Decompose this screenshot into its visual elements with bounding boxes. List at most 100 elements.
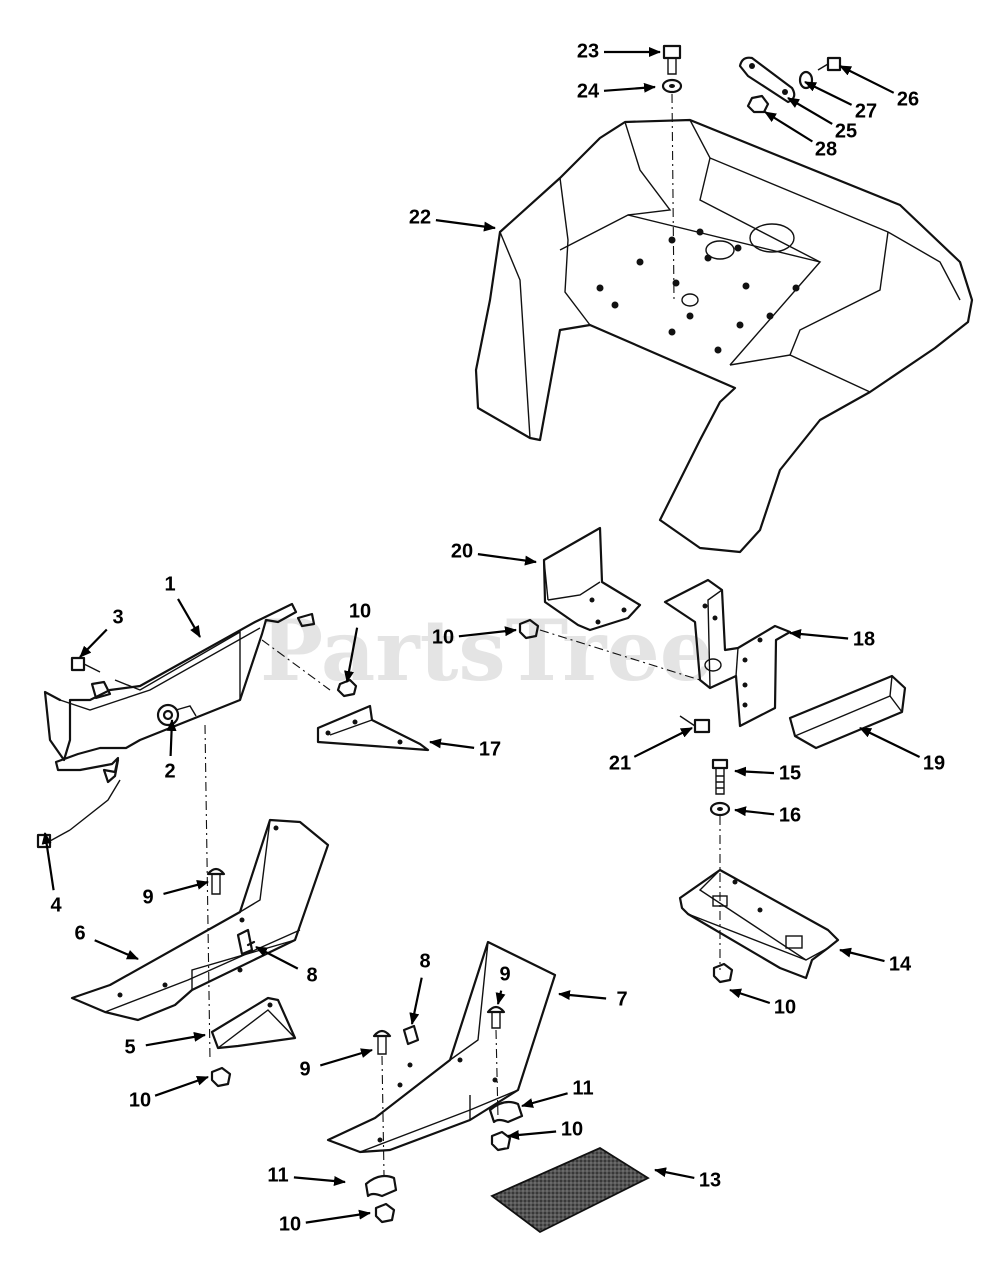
callout-4: 4 — [41, 832, 62, 916]
callout-arrow — [255, 946, 299, 970]
callout-arrow — [558, 990, 607, 1001]
callout-27: 27 — [804, 81, 877, 122]
callout-8: 8 — [255, 946, 318, 986]
part-10-nut-11b — [374, 1202, 396, 1224]
callout-24: 24 — [577, 80, 656, 102]
part-7-footrest-right — [326, 940, 557, 1154]
part-22-fender — [474, 118, 974, 554]
callout-label: 19 — [923, 752, 945, 774]
part-15-bolt — [711, 758, 729, 795]
callout-label: 11 — [267, 1164, 288, 1186]
callout-7: 7 — [558, 988, 628, 1010]
callout-arrow — [734, 806, 775, 817]
callout-label: 2 — [164, 760, 175, 782]
part-18-bracket — [663, 578, 792, 728]
callout-3: 3 — [79, 606, 124, 658]
callout-arrow — [344, 627, 359, 683]
part-1-pedal-linkage — [43, 602, 316, 784]
callout-10: 10 — [507, 1118, 583, 1140]
callout-label: 26 — [897, 88, 919, 110]
part-10-nut-5 — [210, 1066, 232, 1088]
callout-label: 10 — [279, 1213, 301, 1235]
axis-line-7a — [381, 1055, 385, 1176]
callout-label: 13 — [699, 1169, 721, 1191]
part-19-channel — [788, 674, 907, 750]
part-11-clamp-left — [364, 1174, 398, 1198]
part-17-angle — [316, 704, 430, 752]
part-9-carriage-bolt-left — [206, 867, 226, 895]
axis-line-20 — [539, 629, 701, 681]
callout-14: 14 — [839, 947, 912, 975]
callout-10: 10 — [344, 600, 371, 683]
callout-label: 10 — [129, 1089, 151, 1111]
axis-line-7b — [495, 1029, 499, 1119]
callout-arrow — [41, 832, 55, 891]
callout-label: 9 — [142, 886, 153, 908]
part-8-clip — [402, 1024, 420, 1046]
part-14-rail — [678, 868, 840, 980]
part-5-bracket — [210, 996, 297, 1050]
callout-arrow — [145, 1031, 206, 1047]
callout-label: 8 — [419, 950, 430, 972]
callout-arrow — [729, 988, 771, 1005]
callout-label: 11 — [572, 1077, 593, 1099]
part-24-washer — [661, 78, 683, 94]
callout-arrow — [789, 629, 849, 640]
callout-arrow — [521, 1092, 568, 1108]
callout-10: 10 — [279, 1209, 371, 1235]
callout-8: 8 — [409, 950, 431, 1025]
callout-9: 9 — [142, 880, 209, 908]
callout-arrow — [477, 553, 537, 566]
part-6-footrest-left — [70, 818, 330, 1022]
callout-arrow — [859, 727, 921, 758]
callout-2: 2 — [164, 719, 177, 782]
part-13-pad — [490, 1146, 650, 1234]
callout-10: 10 — [432, 626, 517, 648]
part-10-nut-upper — [518, 618, 540, 640]
part-23-bolt — [662, 44, 682, 75]
callout-9: 9 — [299, 1048, 373, 1080]
callout-arrow — [839, 947, 885, 963]
axis-line-23 — [671, 93, 675, 301]
callout-arrow — [458, 626, 517, 638]
axis-line-17 — [261, 639, 331, 691]
callout-21: 21 — [609, 727, 693, 774]
callout-label: 9 — [299, 1058, 310, 1080]
callout-label: 18 — [853, 628, 875, 650]
callout-25: 25 — [787, 97, 857, 142]
callout-arrow — [804, 81, 853, 106]
callout-label: 9 — [499, 963, 510, 985]
callout-arrow — [163, 880, 209, 895]
callout-label: 5 — [124, 1036, 135, 1058]
part-20-bracket — [542, 526, 642, 632]
callout-label: 8 — [306, 964, 317, 986]
callout-label: 22 — [409, 206, 431, 228]
part-25-plate — [738, 56, 796, 104]
callout-arrow — [435, 219, 496, 232]
callout-28: 28 — [764, 111, 837, 160]
callout-arrow — [94, 939, 139, 961]
callout-11: 11 — [521, 1077, 594, 1108]
part-16-washer — [709, 801, 731, 817]
callout-1: 1 — [164, 573, 201, 638]
watermark-text: PartsTree — [260, 601, 713, 700]
callout-arrow — [429, 738, 475, 749]
part-11-clamp-right — [488, 1100, 524, 1124]
part-3-bolt — [70, 656, 101, 673]
callout-label: 21 — [609, 752, 631, 774]
callout-label: 17 — [479, 738, 501, 760]
callout-arrow — [166, 719, 177, 757]
callout-label: 10 — [561, 1118, 583, 1140]
callout-6: 6 — [74, 922, 139, 961]
callout-label: 15 — [779, 762, 801, 784]
callout-arrow — [305, 1209, 371, 1224]
callout-label: 1 — [164, 573, 175, 595]
callout-label: 24 — [577, 80, 600, 102]
callout-18: 18 — [789, 628, 875, 650]
callout-22: 22 — [409, 206, 496, 232]
callout-label: 28 — [815, 138, 837, 160]
callout-label: 14 — [889, 953, 912, 975]
part-8-clip-left — [246, 940, 256, 947]
axis-line-1 — [204, 724, 211, 1061]
